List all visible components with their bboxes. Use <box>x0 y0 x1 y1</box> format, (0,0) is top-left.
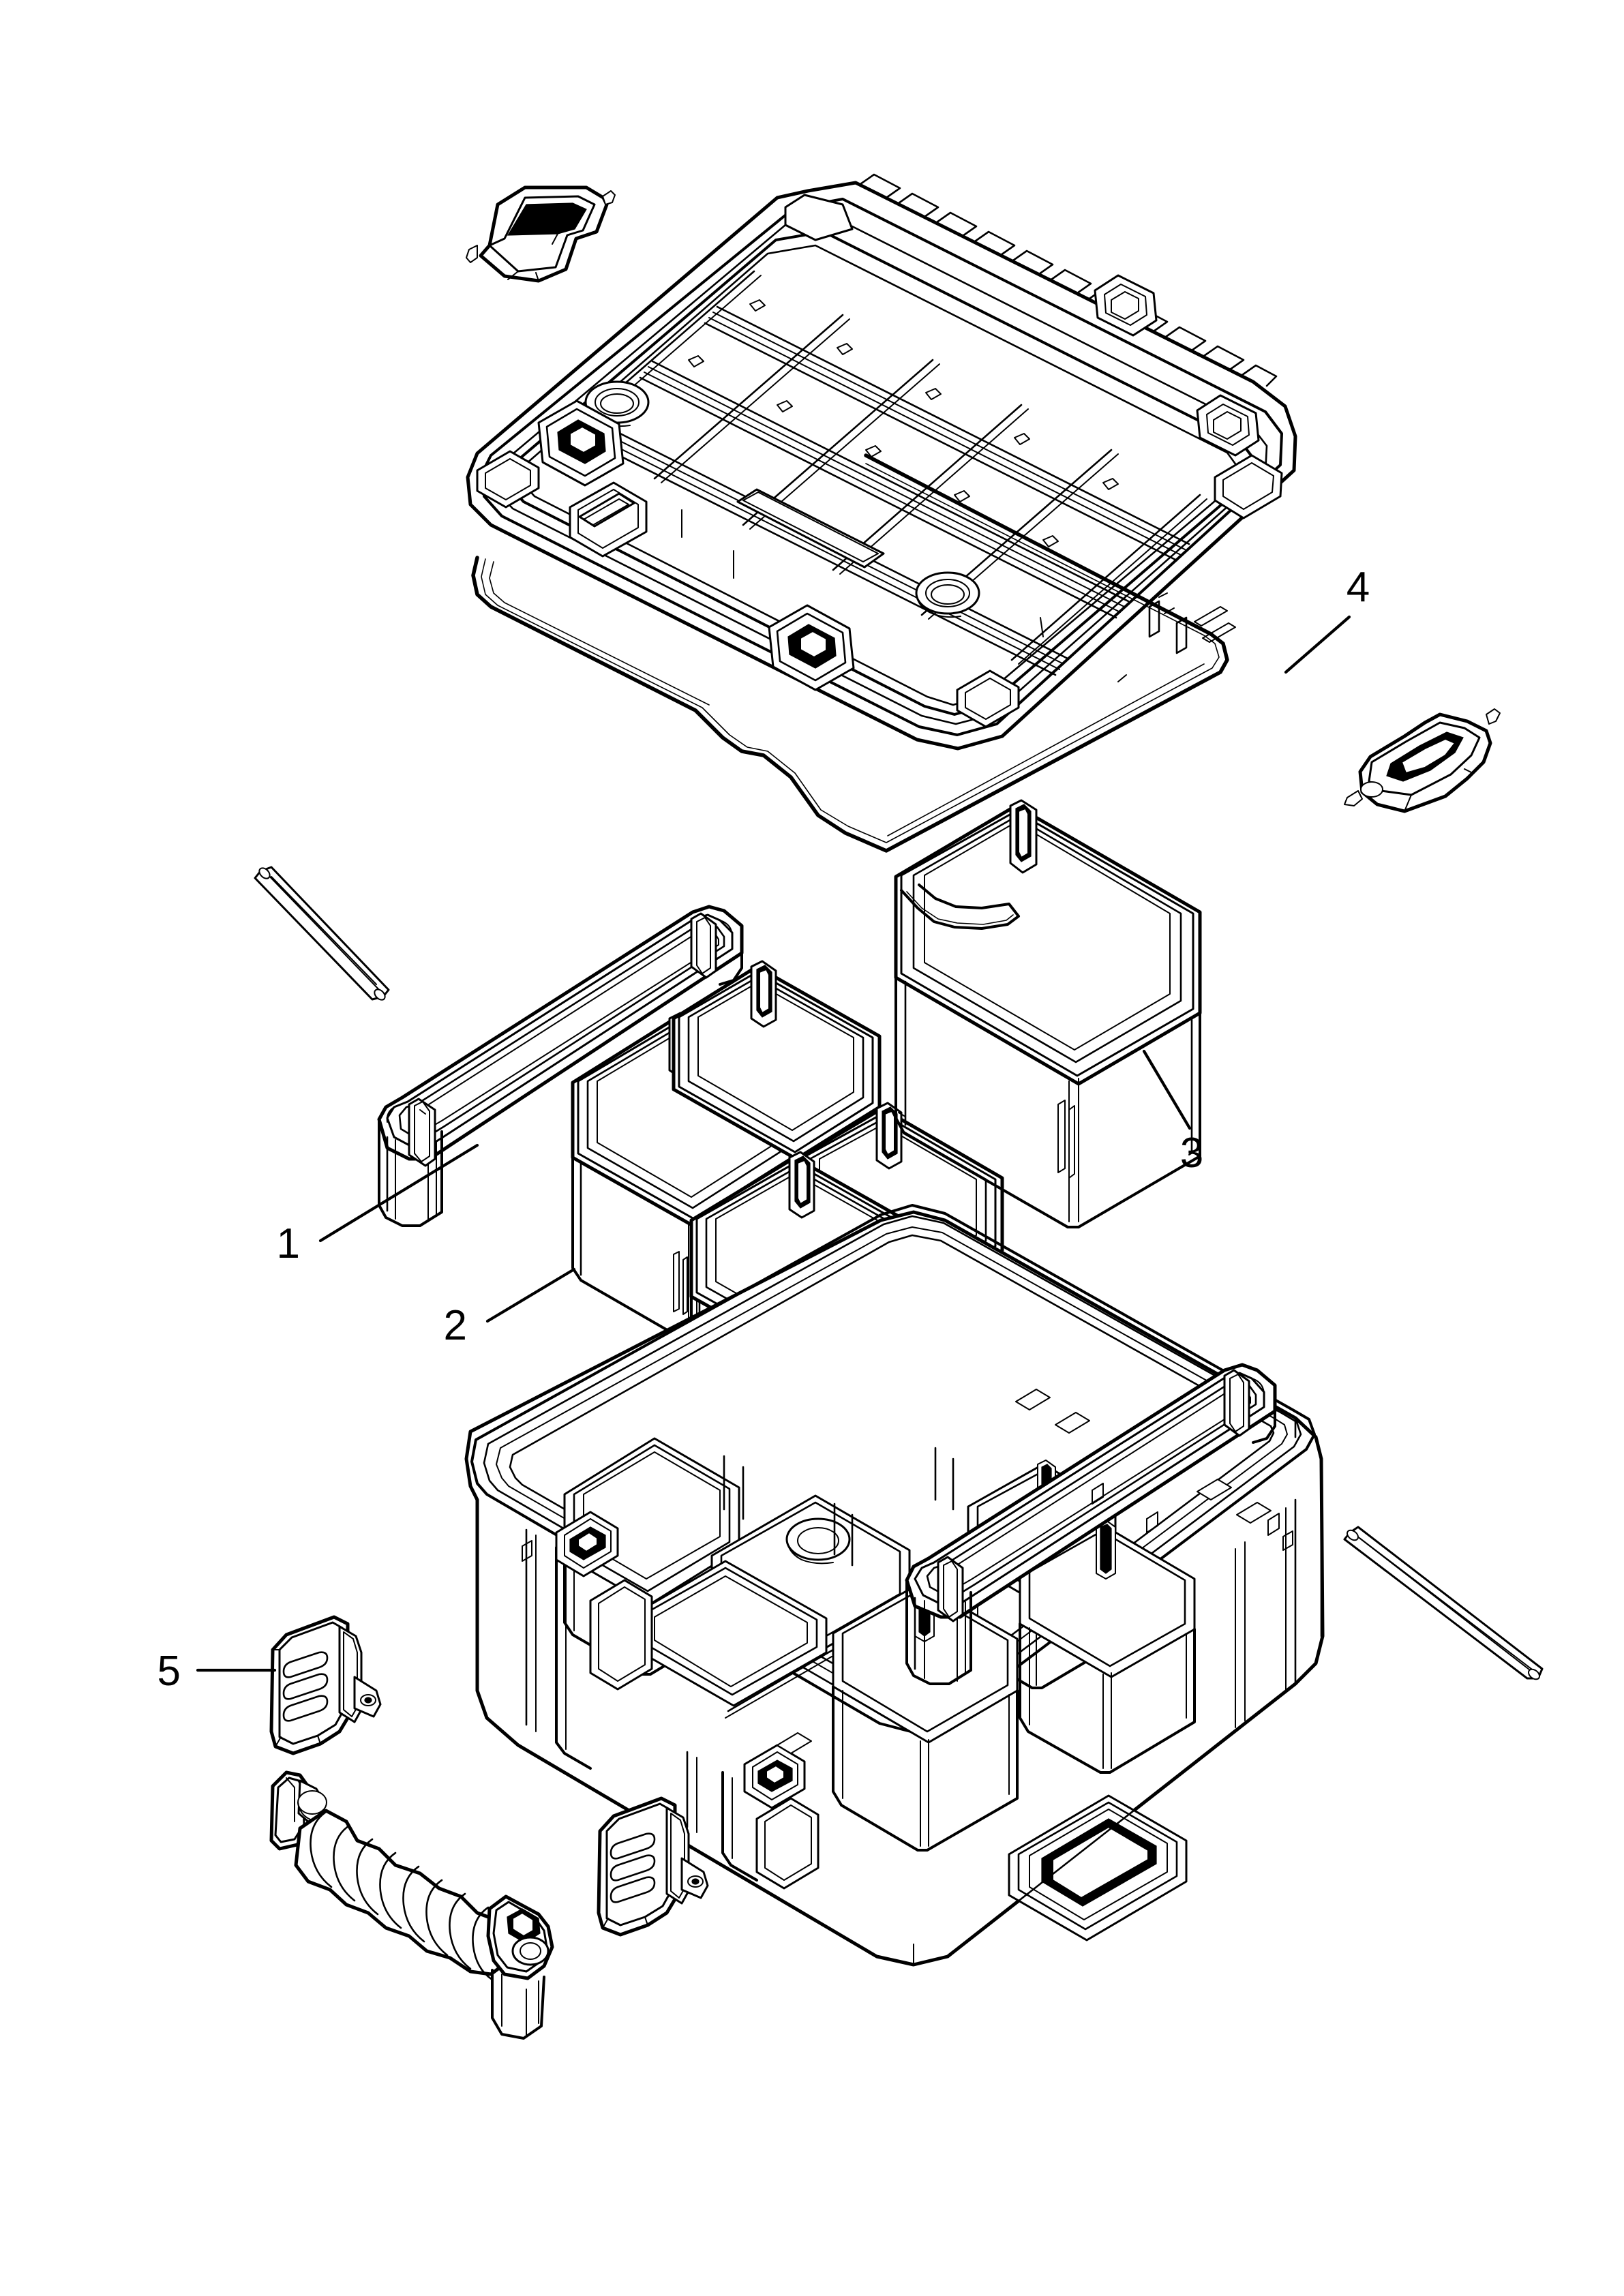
lid-hinge-knuckle-b <box>1196 394 1260 457</box>
callout-4: 4 <box>1284 564 1370 674</box>
lid-latch-keeper-slot-bottom <box>768 604 855 691</box>
lid-rib-grid <box>566 270 1207 676</box>
callout-3-label: 3 <box>1180 1130 1203 1177</box>
tray-end-post-left <box>408 1098 436 1167</box>
latch-keeper-top <box>466 185 616 283</box>
small-bin-back-right <box>672 960 882 1222</box>
side-latch-second-grip-ribs <box>610 1832 656 1903</box>
hinge-pin-right <box>1343 1526 1544 1680</box>
small-bin-cluster <box>571 960 1004 1485</box>
lid-latch-keeper-slot-left <box>537 399 625 487</box>
callout-4-leader <box>1284 615 1351 674</box>
base-left-wall-details <box>476 1498 653 1770</box>
lid-front-grip-lug <box>578 492 635 528</box>
base-divider-tray-installed <box>905 1363 1277 1685</box>
large-bin <box>894 799 1202 1228</box>
lid-hinge-knuckle-a <box>1094 274 1158 337</box>
lid-corner-pad-back <box>784 194 854 241</box>
hinge-pin-left <box>254 866 390 1001</box>
base-front-latch-mount <box>686 1744 819 1890</box>
lid-label-recess <box>736 488 885 569</box>
lid-corner-pad-front <box>956 669 1020 728</box>
callout-layer: 1 2 3 4 5 <box>157 564 1370 1695</box>
callout-1-label: 1 <box>277 1220 300 1267</box>
carry-handle <box>269 1770 554 2040</box>
carry-handle-ribs <box>310 1811 494 1981</box>
tray-end-post-right <box>690 912 717 979</box>
callout-1: 1 <box>277 1143 479 1267</box>
callout-2: 2 <box>444 1267 576 1349</box>
side-latch <box>269 1615 382 1755</box>
lid-threaded-boss-upper <box>584 380 650 427</box>
callout-2-leader <box>485 1267 576 1323</box>
side-latch-grip-ribs <box>282 1651 329 1722</box>
base-rim-clip-tabs <box>522 1389 1293 1754</box>
callout-5: 5 <box>157 1648 277 1695</box>
lid-corner-pad-left <box>476 450 540 509</box>
callout-3-leader <box>1142 1049 1192 1130</box>
side-latch-second <box>597 1796 709 1937</box>
callout-2-label: 2 <box>444 1302 467 1349</box>
latch-keeper-right <box>1344 708 1501 813</box>
callout-3: 3 <box>1142 1049 1203 1177</box>
callout-1-leader <box>318 1143 479 1243</box>
base-box <box>464 1204 1325 1967</box>
callout-4-label: 4 <box>1347 564 1370 611</box>
callout-5-label: 5 <box>157 1648 181 1695</box>
lid-threaded-boss-lower <box>915 571 980 618</box>
base-front-handle-recess <box>1008 1794 1188 1942</box>
long-divider-tray <box>377 905 744 1227</box>
lid-gasket-seal <box>471 453 1229 853</box>
large-bin-lift-handle <box>900 883 1020 930</box>
